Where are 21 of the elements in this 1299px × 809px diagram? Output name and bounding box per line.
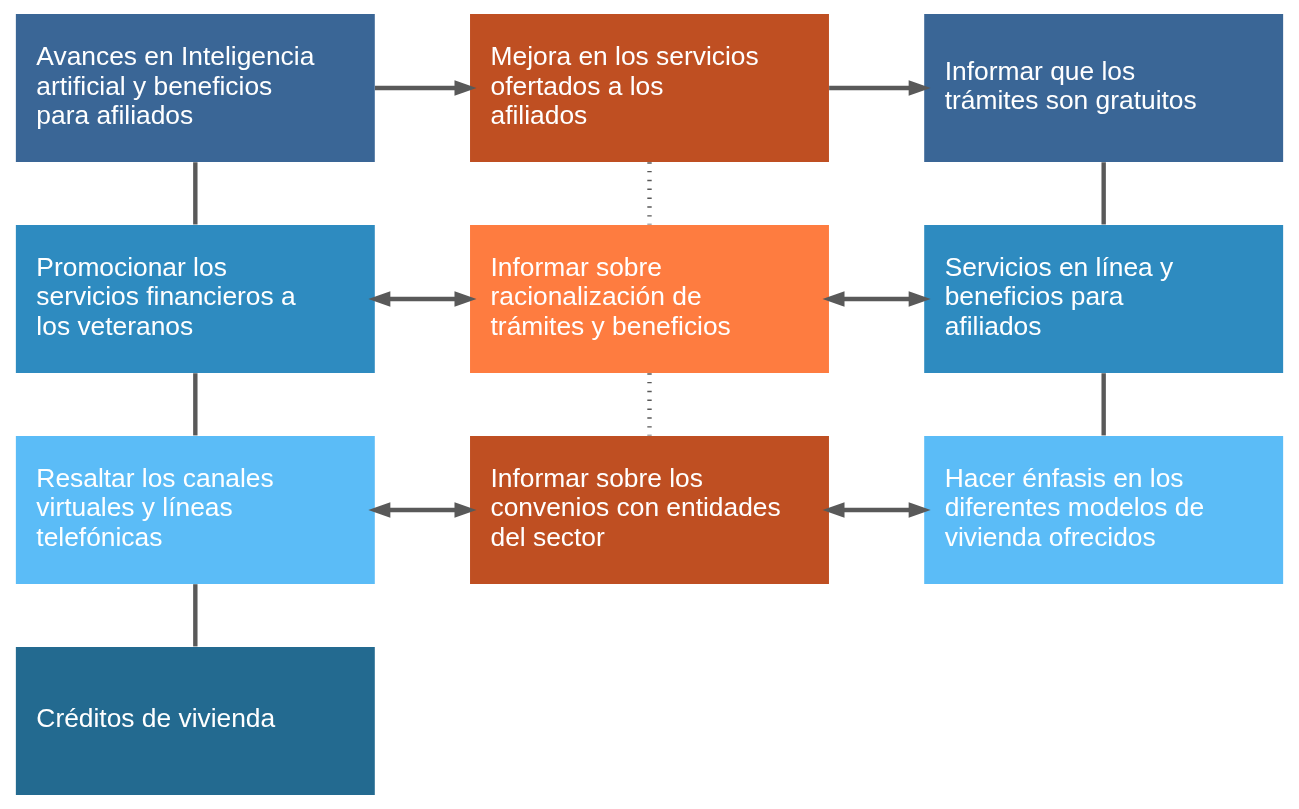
node-box: Promocionar los servicios financieros a los veteranos (15, 225, 375, 373)
node-box: Mejora en los servicios ofertados a los afiliados (470, 14, 829, 163)
node-box: Créditos de vivienda (15, 646, 375, 795)
node-box: Informar sobre racionalización de trámites y beneficios (470, 225, 829, 373)
node-box: Informar que los trámites son gratuitos (924, 14, 1284, 163)
arrow (829, 80, 931, 96)
arrow (822, 291, 931, 307)
connector (193, 162, 198, 225)
arrow (368, 502, 477, 518)
connector (193, 584, 198, 647)
node-box: Resaltar los canales virtuales y líneas telefónicas (15, 436, 375, 584)
connector (1101, 162, 1106, 225)
arrow (368, 291, 477, 307)
connector (1101, 373, 1106, 436)
arrow (374, 80, 477, 96)
node-box: Hacer énfasis en los diferentes modelos de vivienda ofrecidos (924, 436, 1284, 584)
arrow (822, 502, 931, 518)
node-box: Informar sobre los convenios con entidades del sector (470, 436, 829, 584)
node-box: Avances en Inteligencia artificial y beneficios para afiliados (15, 14, 375, 163)
connector (193, 373, 198, 436)
node-box: Servicios en línea y beneficios para afiliados (924, 225, 1284, 373)
